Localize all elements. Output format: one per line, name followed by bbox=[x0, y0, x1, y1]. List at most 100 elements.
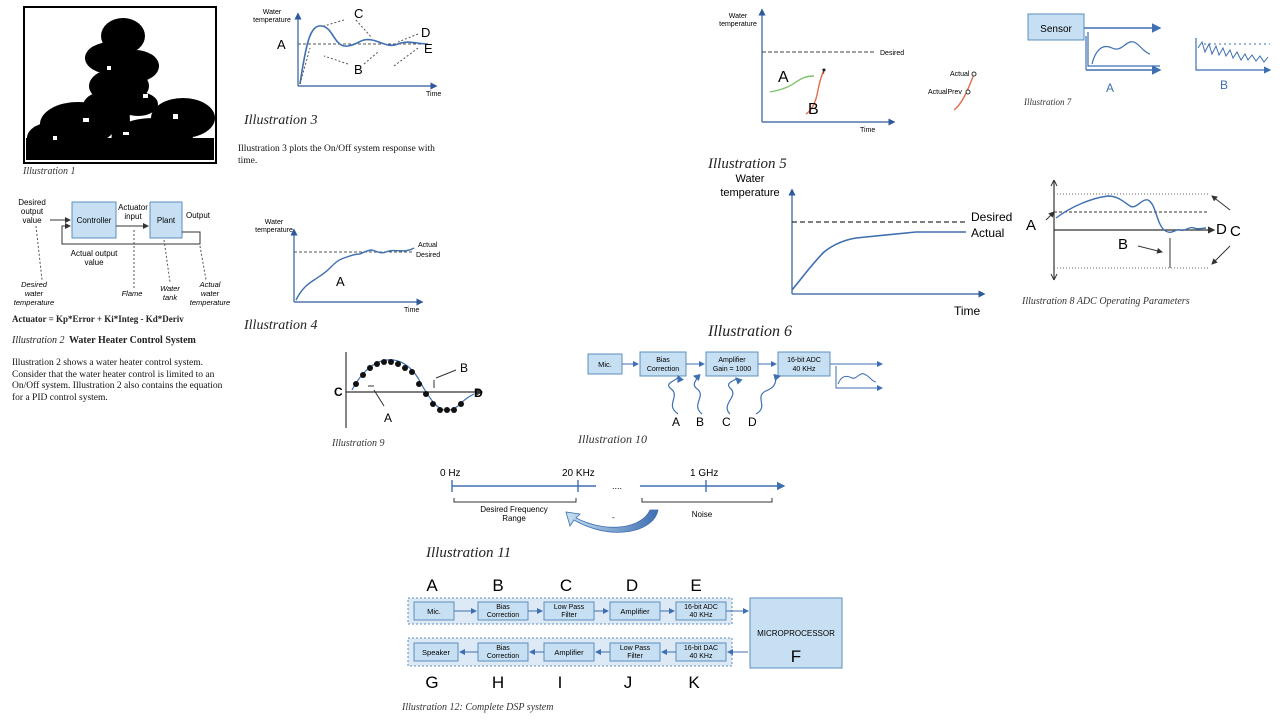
illustration-4-xlabel: Time bbox=[404, 307, 419, 314]
illustration-9-chart: C D A B bbox=[334, 352, 484, 428]
sensor-label: Sensor bbox=[1040, 24, 1072, 35]
ill10-label-b: B bbox=[696, 415, 704, 429]
svg-text:C: C bbox=[560, 576, 572, 595]
illustration-8-label-d: D bbox=[1216, 221, 1227, 238]
svg-text:A: A bbox=[426, 576, 438, 595]
illustration-9-label-a: A bbox=[384, 411, 392, 425]
illustration-5-label-b: B bbox=[808, 101, 819, 118]
illustration-3-paragraph: Illustration 3 plots the On/Off system r… bbox=[238, 144, 435, 166]
illustration-8-label-b: B bbox=[1118, 236, 1128, 253]
illustration-3-label-d: D bbox=[421, 25, 430, 40]
flame-label: Flame bbox=[122, 289, 143, 298]
ill10-adc-box bbox=[777, 351, 831, 377]
ill12-top-letters: A B C D E bbox=[426, 576, 701, 595]
plant-box bbox=[149, 201, 183, 239]
controller-label: Controller bbox=[77, 216, 112, 225]
svg-text:G: G bbox=[425, 673, 438, 692]
illustration-3-label-a: A bbox=[277, 37, 286, 52]
illustration-5-bottom-xlabel: Time bbox=[954, 304, 981, 318]
svg-text:K: K bbox=[688, 673, 700, 692]
illustration-5-top-desired-label: Desired bbox=[880, 50, 904, 57]
illustration-4-desired-label: Desired bbox=[416, 252, 440, 259]
svg-text:B: B bbox=[492, 576, 503, 595]
illustration-2-paragraph: Illustration 2 shows a water heater cont… bbox=[12, 358, 223, 403]
illustration-2-caption-prefix: Illustration 2 bbox=[12, 335, 65, 346]
controller-box bbox=[71, 201, 117, 239]
illustration-2-caption-title: Water Heater Control System bbox=[68, 335, 196, 346]
illustration-11-caption: Illustration 11 bbox=[426, 545, 512, 561]
illustration-5-label-t: T bbox=[822, 70, 826, 76]
ill12-label-f: F bbox=[791, 647, 801, 666]
illustration-2-caption: Illustration 2 Water Heater Control Syst… bbox=[12, 330, 196, 348]
ill10-label-d: D bbox=[748, 415, 757, 429]
illustration-5-bottom-actual-label: Actual bbox=[971, 226, 1004, 240]
illustration-4-label-a: A bbox=[336, 274, 345, 289]
microprocessor-box bbox=[749, 597, 843, 669]
illustration-5-actual-label: Actual bbox=[950, 71, 970, 78]
svg-text:E: E bbox=[690, 576, 701, 595]
ill12-amp2-label: Amplifier bbox=[554, 648, 584, 657]
ill12-bottom-letters: G H I J K bbox=[425, 673, 700, 692]
illustration-3-label-e: E bbox=[424, 41, 433, 56]
illustration-5-label-a: A bbox=[778, 69, 789, 86]
svg-text:H: H bbox=[492, 673, 504, 692]
illustration-5-bottom-desired-label: Desired bbox=[971, 210, 1012, 224]
illustration-3-label-c: C bbox=[354, 6, 363, 21]
illustration-4-actual-label: Actual bbox=[418, 242, 438, 249]
illustration-9-label-c: C bbox=[334, 385, 343, 399]
illustration-9-label-b: B bbox=[460, 361, 468, 375]
illustration-8-caption: Illustration 8 ADC Operating Parameters bbox=[1022, 296, 1190, 307]
ill11-1ghz-label: 1 GHz bbox=[690, 468, 718, 479]
illustration-1-caption: Illustration 1 bbox=[23, 166, 76, 177]
ill11-dash-label: - bbox=[612, 513, 615, 522]
plant-label: Plant bbox=[157, 216, 176, 225]
ill11-dots-label: .... bbox=[612, 481, 622, 491]
illustration-3-caption: Illustration 3 bbox=[244, 113, 318, 128]
illustration-9-label-d: D bbox=[474, 386, 483, 400]
ill11-noise-label: Noise bbox=[692, 510, 713, 519]
illustration-5-actualprev-label: ActualPrev bbox=[928, 89, 962, 96]
svg-text:I: I bbox=[558, 673, 563, 692]
illustration-4-caption: Illustration 4 bbox=[244, 318, 318, 333]
ill12-amp1-label: Amplifier bbox=[620, 607, 650, 616]
ill11-0hz-label: 0 Hz bbox=[440, 468, 461, 479]
illustration-7-diagram: Sensor A B bbox=[1027, 13, 1272, 95]
sensor-box bbox=[1027, 13, 1085, 41]
illustration-11-diagram: 0 Hz 20 KHz .... 1 GHz Desired Frequency… bbox=[440, 468, 786, 533]
illustration-8-label-a: A bbox=[1026, 217, 1036, 234]
illustration-8-chart: A B C D bbox=[1026, 179, 1241, 281]
illustration-3-xlabel: Time bbox=[426, 91, 441, 98]
svg-text:J: J bbox=[624, 673, 633, 692]
ill11-20khz-label: 20 KHz bbox=[562, 468, 595, 479]
ill12-speaker-label: Speaker bbox=[422, 648, 450, 657]
illustration-10-caption: Illustration 10 bbox=[578, 432, 648, 446]
illustration-7-caption: Illustration 7 bbox=[1024, 97, 1072, 107]
illustration-1-image bbox=[23, 6, 217, 164]
ill10-mic-label: Mic. bbox=[598, 360, 612, 369]
illustration-12-caption: Illustration 12: Complete DSP system bbox=[402, 702, 554, 713]
